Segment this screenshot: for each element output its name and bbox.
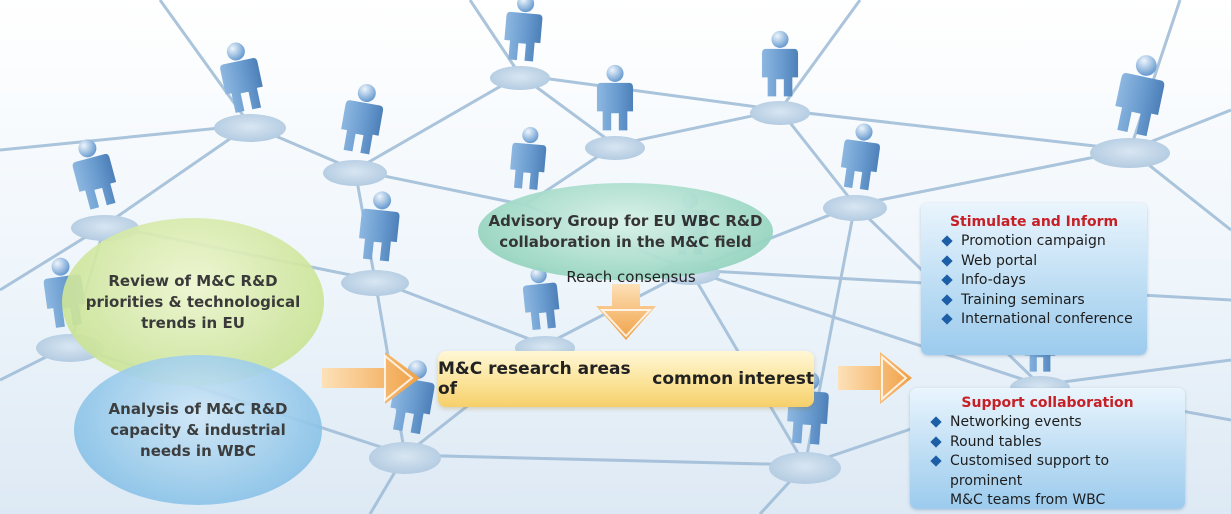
- support-collaboration-list: Networking events Round tables Customise…: [910, 413, 1185, 511]
- list-item: Web portal: [941, 252, 1147, 272]
- diamond-bullet-icon: [930, 416, 942, 428]
- person-icon: [510, 126, 547, 190]
- advisory-group-label: Advisory Group for EU WBC R&D collaborat…: [488, 211, 763, 251]
- support-collaboration-panel: Support collaboration Networking events …: [910, 388, 1185, 509]
- list-item-label: Customised support to prominent M&C team…: [950, 453, 1110, 508]
- list-item: Promotion campaign: [941, 232, 1147, 252]
- list-item-label: Info-days: [961, 272, 1026, 288]
- list-item: Networking events: [930, 413, 1185, 433]
- stimulate-inform-panel: Stimulate and Inform Promotion campaign …: [921, 203, 1147, 355]
- arrow-right-icon: [838, 352, 912, 404]
- diamond-bullet-icon: [930, 455, 942, 467]
- stimulate-inform-title: Stimulate and Inform: [949, 214, 1119, 230]
- person-icon: [72, 139, 117, 210]
- person-icon: [840, 123, 880, 191]
- diamond-bullet-icon: [941, 235, 953, 247]
- diamond-bullet-icon: [941, 254, 953, 267]
- support-collaboration-title: Support collaboration: [961, 395, 1134, 411]
- diamond-bullet-icon: [941, 313, 953, 325]
- list-item-label: Training seminars: [961, 291, 1085, 308]
- list-item: Customised support to prominent M&C team…: [930, 452, 1185, 511]
- person-icon: [359, 191, 400, 262]
- advisory-group-ellipse: Advisory Group for EU WBC R&D collaborat…: [478, 183, 773, 280]
- analysis-capacity-ellipse: Analysis of M&C R&D capacity & industria…: [74, 355, 322, 505]
- person-icon: [220, 42, 263, 113]
- stimulate-inform-list: Promotion campaign Web portal Info-days …: [921, 232, 1147, 330]
- person-icon: [504, 0, 543, 62]
- person-icon: [596, 64, 634, 131]
- list-item-label: International conference: [961, 311, 1133, 327]
- list-item-label: Web portal: [961, 252, 1038, 269]
- arrow-down-icon: [596, 284, 656, 340]
- center-prefix: M&C research areas of: [438, 359, 631, 399]
- diamond-bullet-icon: [941, 293, 953, 306]
- center-emphasis: common: [652, 369, 734, 389]
- list-item-label: Promotion campaign: [961, 233, 1106, 249]
- reach-consensus-label: Reach consensus: [566, 268, 696, 286]
- list-item: Info-days: [941, 271, 1147, 291]
- list-item-label: Round tables: [950, 433, 1042, 450]
- common-interest-box: M&C research areas of common interest: [438, 351, 814, 407]
- review-label: Review of M&C R&D priorities & technolog…: [85, 271, 301, 332]
- list-item: Round tables: [930, 433, 1185, 453]
- center-suffix: interest: [738, 369, 814, 389]
- person-icon: [761, 30, 799, 97]
- diamond-bullet-icon: [941, 274, 953, 286]
- person-icon: [341, 84, 384, 155]
- list-item: International conference: [941, 310, 1147, 330]
- person-icon: [1115, 55, 1165, 137]
- list-item: Training seminars: [941, 291, 1147, 311]
- arrow-right-icon: [322, 352, 420, 404]
- analysis-label: Analysis of M&C R&D capacity & industria…: [108, 399, 288, 460]
- diamond-bullet-icon: [930, 435, 942, 448]
- list-item-label: Networking events: [950, 414, 1082, 430]
